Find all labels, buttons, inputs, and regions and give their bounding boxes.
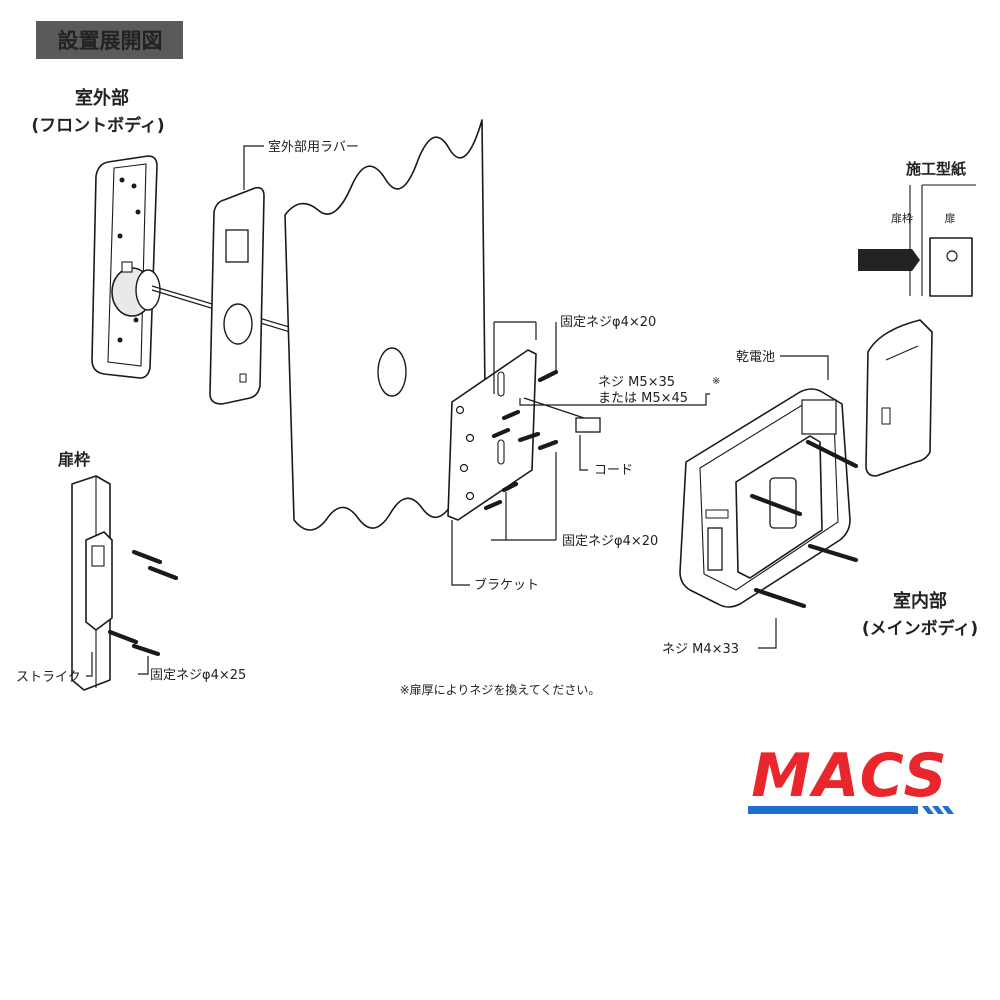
outdoor-subtitle: (フロントボディ) [31, 115, 164, 136]
outdoor-rubber [209, 186, 265, 405]
template-title: 施工型紙 [906, 160, 966, 178]
door-frame [71, 475, 179, 691]
screw-m4-label: ネジ M4×33 [662, 642, 739, 657]
screw-mid-asterisk: ※ [712, 376, 720, 387]
header-banner: 設置展開図 [36, 21, 183, 59]
indoor-leaders [758, 355, 829, 649]
battery-label: 乾電池 [736, 350, 775, 365]
screw-top-label: 固定ネジφ4×20 [560, 315, 656, 330]
template-frame-col: 扉枠 [891, 211, 913, 225]
indoor-main-body [679, 319, 933, 609]
screw-mid-label-1: ネジ M5×35 [598, 375, 675, 390]
template-door-col: 扉 [945, 212, 956, 225]
indoor-subtitle: (メインボディ) [862, 618, 978, 639]
center-leaders [451, 321, 710, 586]
logo-text: MACS [751, 741, 948, 811]
footnote: ※扉厚によりネジを換えてください。 [400, 683, 601, 697]
bracket [447, 349, 559, 521]
indoor-side-tag: 室内側 [866, 253, 902, 268]
indoor-title: 室内部 [893, 590, 947, 612]
frame-title: 扉枠 [58, 450, 90, 469]
cord [523, 397, 601, 433]
screw-strike-label: 固定ネジφ4×25 [150, 668, 246, 683]
rubber-leader [243, 145, 264, 190]
rubber-label: 室外部用ラバー [268, 139, 359, 155]
page-title: 設置展開図 [58, 29, 163, 53]
bracket-label: ブラケット [474, 577, 539, 593]
door-slab [284, 119, 487, 531]
installation-template [858, 184, 976, 297]
frame-leaders [86, 652, 149, 677]
outdoor-front-body [91, 155, 161, 379]
screw-mid-label-2: または M5×45 [598, 391, 688, 406]
macs-logo: MACS [748, 741, 954, 814]
outdoor-title: 室外部 [75, 87, 129, 109]
cord-label: コード [594, 463, 633, 478]
screw-bottom-label: 固定ネジφ4×20 [562, 534, 658, 549]
strike-label: ストライク [16, 670, 81, 685]
